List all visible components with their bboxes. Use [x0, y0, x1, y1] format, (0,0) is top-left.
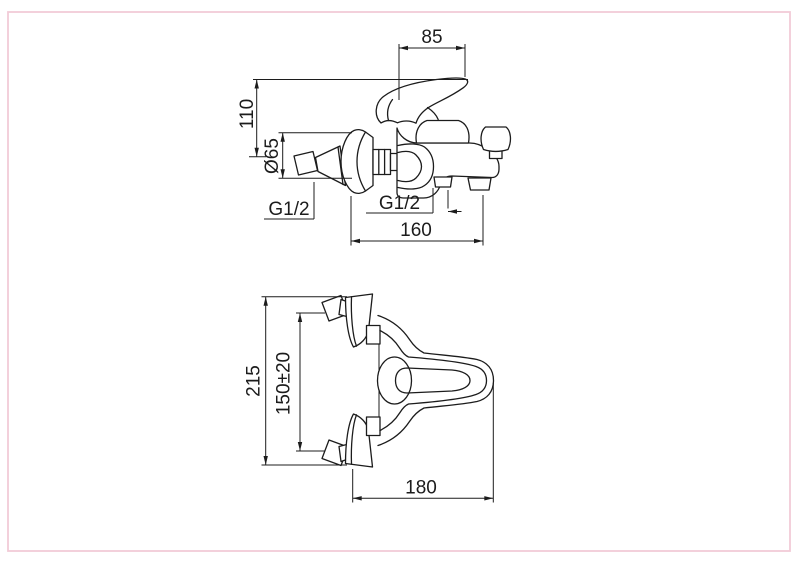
top-connection-nut	[365, 324, 381, 345]
handle-grip-top	[394, 367, 471, 394]
plan-body-outer	[377, 314, 495, 447]
side-view-faucet	[293, 77, 512, 199]
label-g12-hose-text: G1/2	[379, 193, 420, 214]
dimension-dia65-label: Ø65	[262, 138, 283, 174]
label-g12-shower: G1/2	[264, 182, 315, 220]
label-g12-shower-text: G1/2	[268, 199, 309, 220]
body-end-cap-inner	[397, 150, 423, 183]
bottom-wall-flange-face	[350, 414, 358, 465]
dimension-215: 215	[244, 296, 347, 466]
dimension-150-label: 150±20	[274, 352, 295, 415]
label-g12-hose: G1/2	[366, 188, 462, 214]
dimension-dia65: Ø65	[262, 132, 352, 179]
connection-nut-facets	[378, 148, 386, 176]
dimension-110-label: 110	[237, 99, 258, 129]
dimension-180-label: 180	[405, 478, 437, 499]
lever-handle-crease	[426, 106, 439, 121]
plan-body-inner	[379, 329, 488, 432]
diverter-knob	[480, 126, 512, 153]
top-wall-flange-face	[350, 296, 358, 347]
connection-nut	[372, 148, 392, 176]
body-end-cap-outer	[397, 143, 435, 190]
lever-handle	[375, 77, 469, 124]
dimension-160: 160	[350, 195, 484, 246]
bottom-connection-nut	[365, 416, 381, 437]
handle-boss	[376, 356, 413, 405]
dimension-85-label: 85	[421, 27, 442, 48]
plan-view: 215 150±20 180	[244, 293, 495, 503]
shower-union-nut	[293, 150, 319, 176]
shower-union-cone	[314, 145, 347, 187]
hose-fitting	[433, 176, 453, 188]
dimension-85: 85	[398, 27, 466, 100]
cartridge-dome	[415, 119, 470, 144]
dimension-150: 150±20	[274, 312, 325, 452]
lever-base-crease	[386, 98, 394, 122]
wall-flange-face	[356, 131, 367, 192]
dimension-180: 180	[352, 383, 494, 503]
side-view: 85 110 Ø65 G1/2 G1/2	[237, 27, 512, 246]
dimension-160-label: 160	[400, 220, 432, 241]
dimension-110: 110	[237, 79, 468, 158]
spout-aerator	[467, 177, 492, 191]
plan-view-faucet	[321, 293, 495, 468]
dimension-215-label: 215	[244, 365, 265, 397]
sheet-border	[7, 11, 791, 552]
